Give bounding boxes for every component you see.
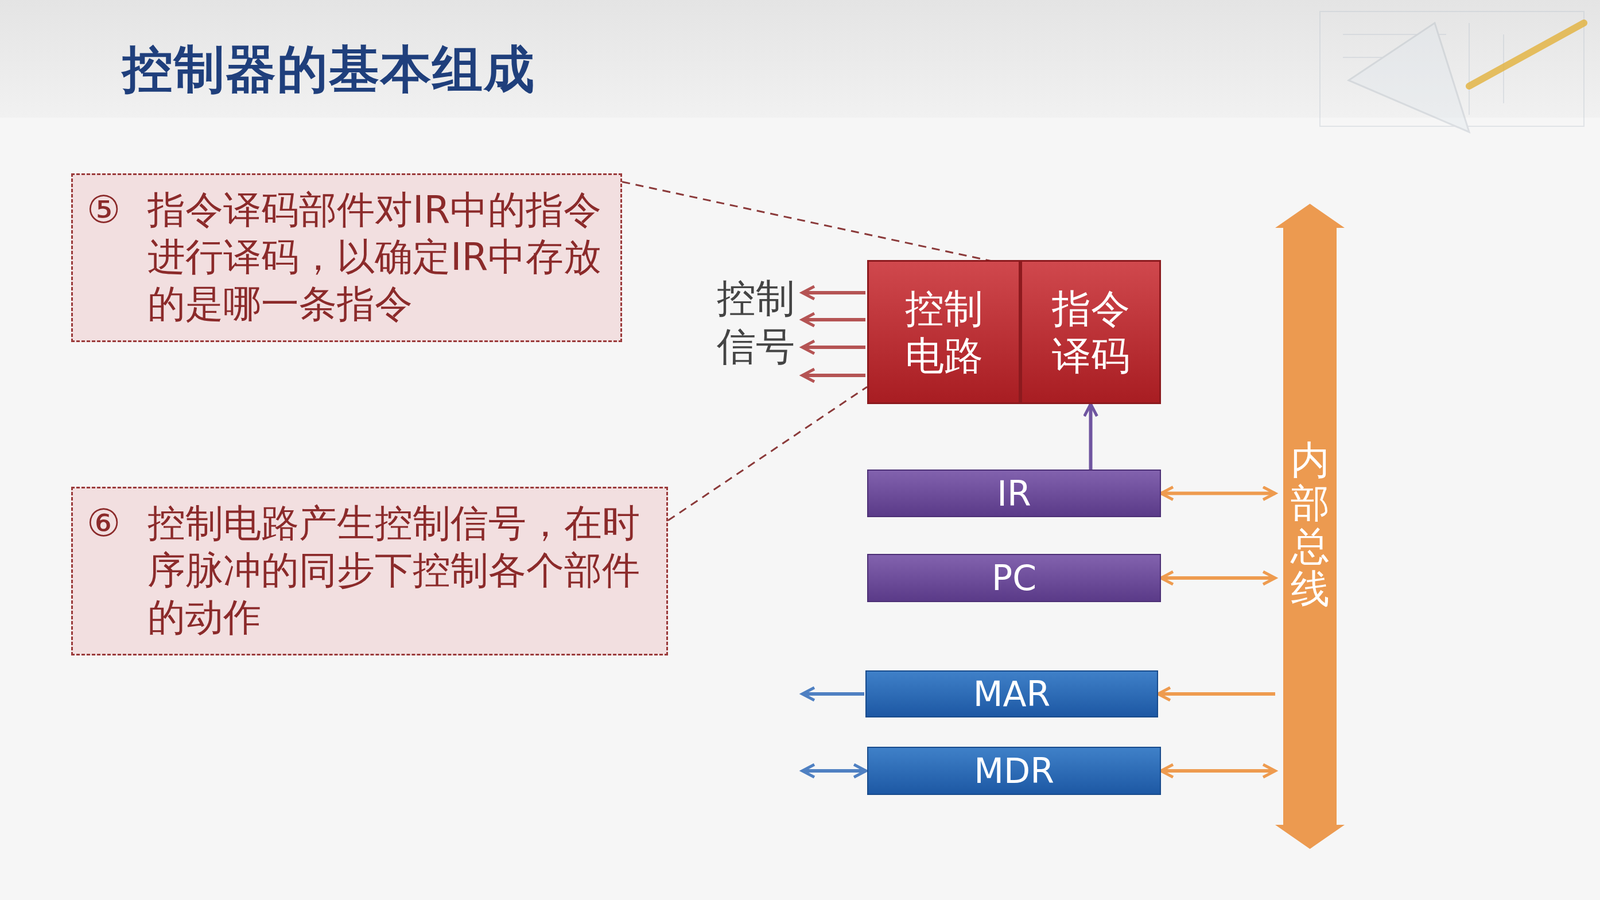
node-text: 控制 电路 [901,285,988,380]
decor-sketch [1319,11,1584,132]
node-text: IR [996,473,1031,514]
slide-title: 控制器的基本组成 [122,35,536,104]
callout-box: ⑤指令译码部件对IR中的指令进行译码，以确定IR中存放的是哪一条指令 [71,173,623,343]
node-text: MDR [973,750,1055,791]
node-text: MAR [973,673,1051,714]
bus-connector [1158,692,1276,696]
callout-number: ⑤ [86,186,148,234]
bus-connector [1089,404,1093,470]
node-text: 内部总线 [1290,439,1330,611]
control-signal-arrows [802,292,866,376]
register-box: MDR [867,746,1161,795]
internal-bus: 内部总线 [1275,203,1345,849]
callout-text: 指令译码部件对IR中的指令进行译码，以确定IR中存放的是哪一条指令 [147,186,607,328]
node-text: PC [991,557,1037,598]
bus-connector [1160,769,1276,773]
leader-line [622,181,1021,268]
data-io-arrow [802,769,866,773]
register-box: PC [867,553,1161,603]
callout-number: ⑥ [86,499,148,547]
node-text: 指令 译码 [1047,285,1135,380]
address-out-arrow [802,692,865,696]
signal-label: 控制 信号 [708,274,795,371]
pencil [1469,22,1584,87]
callout-box: ⑥控制电路产生控制信号，在时序脉冲的同步下控制各个部件的动作 [71,486,669,656]
decoder-box: 指令 译码 [1020,259,1161,405]
bus-connector [1160,491,1276,496]
callout-text: 控制电路产生控制信号，在时序脉冲的同步下控制各个部件的动作 [147,499,653,642]
control-circuit-box: 控制 电路 [867,259,1021,405]
register-box: MAR [865,670,1159,718]
register-box: IR [867,469,1161,518]
leader-line [668,386,868,521]
bus-connector [1160,576,1276,580]
